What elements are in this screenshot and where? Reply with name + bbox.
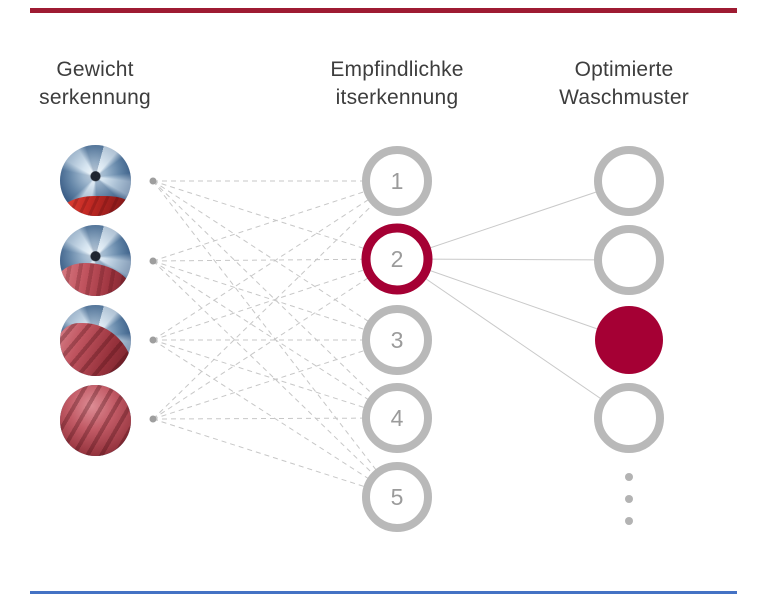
dashed-connection-input2-hidden1 bbox=[152, 180, 398, 262]
solid-connections bbox=[396, 180, 630, 419]
title-line: itserkennung bbox=[335, 86, 459, 109]
dashed-connection-input3-hidden2 bbox=[152, 258, 398, 341]
hidden-layer: 1 2 3 4 5 bbox=[361, 146, 433, 532]
hidden-node-3 bbox=[362, 305, 432, 375]
title-line: Empfindlichke bbox=[330, 58, 464, 81]
hidden-node-4-label: 4 bbox=[391, 405, 404, 431]
drum-photo-1 bbox=[60, 145, 131, 216]
title-line: Waschmuster bbox=[559, 86, 689, 109]
dashed-connection-input2-hidden2 bbox=[152, 258, 398, 262]
hidden-node-3-label: 3 bbox=[391, 327, 404, 353]
dashed-connection-input3-hidden5 bbox=[152, 339, 398, 498]
input-anchor-dot-2 bbox=[149, 257, 157, 265]
output-node-4 bbox=[594, 383, 664, 453]
hidden-node-2-active bbox=[361, 223, 433, 295]
drum-photo-3 bbox=[60, 305, 131, 376]
hidden-node-1-label: 1 bbox=[391, 168, 404, 194]
column-title-empfindlichkeitserkennung: Empfindlichke itserkennung bbox=[287, 56, 507, 112]
bottom-accent-line bbox=[30, 591, 737, 594]
dashed-connection-input2-hidden3 bbox=[152, 260, 398, 341]
ellipsis-dot-3 bbox=[625, 517, 633, 525]
solid-connection-hidden2-output4 bbox=[396, 258, 630, 419]
input-anchor-dot-3 bbox=[149, 336, 157, 344]
title-line: serkennung bbox=[39, 86, 151, 109]
dashed-connections bbox=[152, 180, 398, 498]
dashed-connection-input4-hidden3 bbox=[152, 339, 398, 420]
title-line: Optimierte bbox=[574, 58, 674, 81]
column-title-optimierte-waschmuster: Optimierte Waschmuster bbox=[514, 56, 734, 112]
input-anchor-dot-1 bbox=[149, 177, 157, 185]
solid-connection-hidden2-output1 bbox=[396, 180, 630, 260]
dashed-connection-input4-hidden1 bbox=[152, 180, 398, 420]
drum-photo-4 bbox=[60, 385, 131, 456]
top-accent-bar bbox=[30, 8, 737, 13]
dashed-connection-input4-hidden4 bbox=[152, 417, 398, 420]
drum-photo-2 bbox=[60, 225, 131, 296]
dashed-connection-input4-hidden5 bbox=[152, 418, 398, 498]
output-layer bbox=[594, 146, 664, 525]
red-laundry-fabric bbox=[60, 196, 131, 216]
hidden-node-4 bbox=[362, 383, 432, 453]
hidden-node-5 bbox=[362, 462, 432, 532]
hidden-node-5-label: 5 bbox=[391, 484, 404, 510]
dashed-connection-input4-hidden2 bbox=[152, 258, 398, 420]
solid-connection-hidden2-output2 bbox=[396, 258, 630, 261]
ellipsis-dot-1 bbox=[625, 473, 633, 481]
red-laundry-fabric bbox=[60, 385, 131, 456]
output-node-2 bbox=[594, 225, 664, 295]
output-node-1 bbox=[594, 146, 664, 216]
input-anchor-dot-4 bbox=[149, 415, 157, 423]
dashed-connection-input2-hidden5 bbox=[152, 260, 398, 498]
ellipsis-dot-2 bbox=[625, 495, 633, 503]
solid-connection-hidden2-output3 bbox=[396, 258, 630, 341]
column-title-gewichtserkennung: Gewicht serkennung bbox=[0, 56, 205, 112]
title-line: Gewicht bbox=[56, 58, 134, 81]
dashed-connection-input3-hidden1 bbox=[152, 180, 398, 341]
dashed-connection-input1-hidden2 bbox=[152, 180, 398, 260]
dashed-connection-input1-hidden4 bbox=[152, 180, 398, 419]
output-node-3-active bbox=[595, 306, 663, 374]
hidden-node-2-label: 2 bbox=[391, 246, 404, 272]
hidden-node-1 bbox=[362, 146, 432, 216]
